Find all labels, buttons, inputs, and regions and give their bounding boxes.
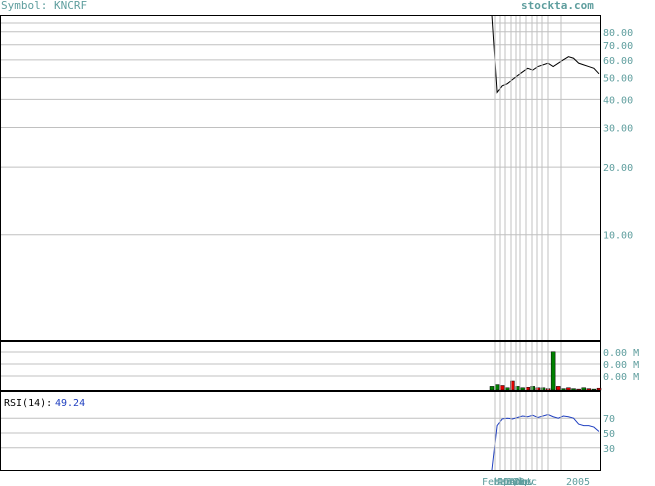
- volume-tick-label: 0.00 M: [603, 360, 639, 371]
- volume-bar: [586, 388, 592, 391]
- month-label: Nov: [516, 477, 534, 486]
- volume-bar: [555, 386, 561, 391]
- volume-bar: [510, 380, 515, 391]
- volume-bar: [520, 387, 525, 391]
- rsi-line: [491, 413, 600, 471]
- volume-bar: [515, 386, 520, 391]
- volume-bar: [530, 386, 536, 391]
- rsi-value: 49.24: [55, 398, 85, 409]
- volume-bar: [540, 387, 546, 391]
- price-tick-label: 70.00: [603, 41, 633, 52]
- price-line: [491, 14, 600, 94]
- volume-bar: [581, 387, 586, 391]
- symbol-label: Symbol: KNCRF: [1, 0, 87, 12]
- volume-bar: [494, 384, 500, 391]
- price-tick-label: 10.00: [603, 231, 633, 242]
- month-label: Jun: [503, 477, 521, 486]
- volume-bar: [489, 386, 495, 391]
- volume-bar: [566, 387, 571, 391]
- rsi-panel: RSI(14): 49.24 30 50 70: [0, 391, 615, 471]
- price-tick-label: 20.00: [603, 163, 633, 174]
- rsi-frame: [0, 391, 601, 471]
- symbol-prefix: Symbol:: [1, 0, 54, 12]
- month-label: Dec: [519, 477, 537, 486]
- price-panel: 10.00 20.00 30.00 40.00 50.00 60.00 70.00 80.00: [0, 14, 633, 341]
- price-tick-label: 30.00: [603, 123, 633, 134]
- volume-bar: [561, 388, 566, 391]
- month-label: Jul: [506, 477, 524, 486]
- price-frame: [0, 15, 601, 341]
- month-label: 2005: [566, 477, 590, 486]
- rsi-label: RSI(14):: [4, 398, 52, 409]
- volume-bar: [505, 387, 510, 391]
- volume-bar: [499, 385, 505, 391]
- volume-bar: [550, 351, 556, 391]
- volume-panel: 0.00 M0.00 M0.00 M: [0, 341, 639, 391]
- volume-frame: [0, 341, 601, 391]
- price-tick-label: 80.00: [603, 28, 633, 39]
- month-label: Feb: [482, 477, 500, 486]
- month-label: Mar: [494, 477, 512, 486]
- month-label: Sep: [512, 477, 530, 486]
- rsi-tick-label: 30: [603, 444, 615, 455]
- month-label: Aug: [509, 477, 527, 486]
- volume-bar: [576, 388, 581, 391]
- volume-tick-label: 0.00 M: [603, 372, 639, 383]
- price-tick-label: 60.00: [603, 56, 633, 67]
- month-label: Oct: [514, 477, 532, 486]
- month-label: May: [500, 477, 518, 486]
- rsi-tick-label: 70: [603, 414, 615, 425]
- price-tick-label: 50.00: [603, 74, 633, 85]
- rsi-tick-label: 50: [603, 429, 615, 440]
- volume-bar: [535, 387, 541, 391]
- month-label: Apr: [497, 477, 515, 486]
- volume-tick-label: 0.00 M: [603, 348, 639, 359]
- volume-bar: [596, 387, 602, 391]
- volume-bar: [571, 388, 576, 391]
- volume-bar: [591, 388, 597, 391]
- brand-link[interactable]: stockta.com: [521, 0, 594, 12]
- price-tick-label: 40.00: [603, 95, 633, 106]
- symbol-value: KNCRF: [53, 0, 88, 12]
